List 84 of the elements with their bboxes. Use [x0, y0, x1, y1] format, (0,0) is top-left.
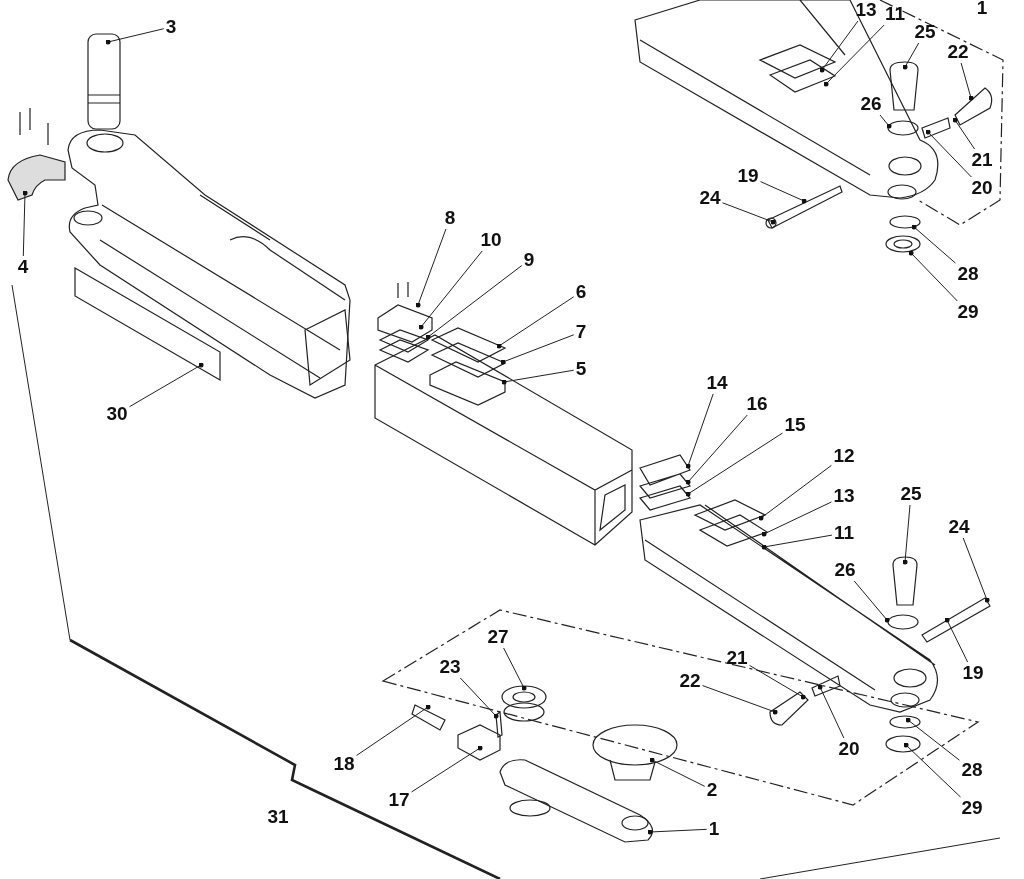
- leader-line: [908, 250, 958, 302]
- callout-number: 28: [961, 760, 983, 780]
- callout-number: 1: [976, 0, 988, 18]
- leader-line: [685, 432, 783, 497]
- leader-line: [952, 117, 976, 150]
- leader-line: [425, 265, 523, 340]
- callout-number: 28: [957, 264, 979, 284]
- callout-number: 6: [575, 282, 587, 302]
- leader-line: [911, 224, 956, 264]
- leader-line: [749, 664, 806, 700]
- leader-line: [905, 717, 960, 761]
- leader-line: [105, 28, 165, 45]
- callout-number: 11: [884, 4, 906, 24]
- leader-line: [647, 828, 708, 835]
- leader-line: [415, 228, 447, 308]
- leader-line: [925, 129, 972, 178]
- leader-line: [685, 393, 714, 469]
- callout-number: 18: [333, 754, 355, 774]
- callout-number: 9: [523, 250, 535, 270]
- leader-line: [501, 369, 575, 385]
- callout-number: 26: [860, 94, 882, 114]
- leader-line: [902, 504, 911, 565]
- leader-line: [702, 685, 778, 715]
- leader-line: [962, 537, 990, 603]
- leader-line: [129, 362, 204, 408]
- leader-line: [496, 296, 575, 349]
- callout-number: 1: [708, 819, 720, 839]
- callout-number: 21: [726, 648, 748, 668]
- leader-line: [902, 42, 920, 70]
- callout-number: 22: [679, 671, 701, 691]
- leader-line: [879, 114, 892, 129]
- leader-line: [944, 617, 969, 663]
- leader-line: [819, 20, 859, 73]
- callout-number: 29: [961, 798, 983, 818]
- leader-line: [22, 190, 28, 257]
- leader-line: [960, 62, 974, 101]
- callout-number: 5: [575, 359, 587, 379]
- leader-line: [761, 534, 833, 550]
- leader-line: [649, 757, 706, 787]
- leader-line: [685, 414, 748, 485]
- callout-number: 25: [914, 22, 936, 42]
- callout-number: 10: [480, 230, 502, 250]
- leader-line: [356, 704, 431, 756]
- leader-line: [722, 202, 776, 225]
- callout-number: 24: [948, 517, 970, 537]
- callout-number: 7: [575, 322, 587, 342]
- callout-number: 13: [855, 0, 877, 20]
- callout-number: 20: [971, 178, 993, 198]
- callout-number: 14: [706, 373, 728, 393]
- callout-number: 2: [706, 780, 718, 800]
- callout-number: 20: [838, 739, 860, 759]
- leader-line: [500, 334, 575, 365]
- leader-line: [459, 677, 499, 719]
- callout-number: 11: [833, 523, 855, 543]
- callout-number: 19: [737, 166, 759, 186]
- callout-number: 16: [746, 394, 768, 414]
- leader-line: [817, 684, 845, 739]
- callout-number: 3: [165, 17, 177, 37]
- leader-line: [411, 745, 483, 793]
- callout-number: 21: [971, 150, 993, 170]
- callout-number: 27: [487, 627, 509, 647]
- callout-number: 24: [699, 188, 721, 208]
- leader-line: [853, 580, 890, 623]
- leader-line: [758, 464, 832, 521]
- callout-number: 15: [784, 415, 806, 435]
- callout-number: 30: [106, 404, 128, 424]
- leader-line: [903, 742, 961, 798]
- callout-number: 17: [388, 790, 410, 810]
- callout-number: 23: [439, 657, 461, 677]
- leader-line: [823, 24, 885, 87]
- leader-line: [418, 250, 483, 330]
- callout-number: 25: [900, 484, 922, 504]
- callout-number: 26: [834, 560, 856, 580]
- leader-line: [761, 501, 832, 537]
- callout-number: 8: [444, 208, 456, 228]
- leader-line: [760, 181, 807, 204]
- callout-number: 12: [833, 446, 855, 466]
- callout-number: 19: [962, 663, 984, 683]
- callout-number: 13: [833, 486, 855, 506]
- callout-number: 22: [947, 42, 969, 62]
- leader-line: [503, 647, 527, 691]
- callout-number: 4: [17, 257, 29, 277]
- callout-number: 31: [267, 807, 289, 827]
- callout-number: 29: [957, 302, 979, 322]
